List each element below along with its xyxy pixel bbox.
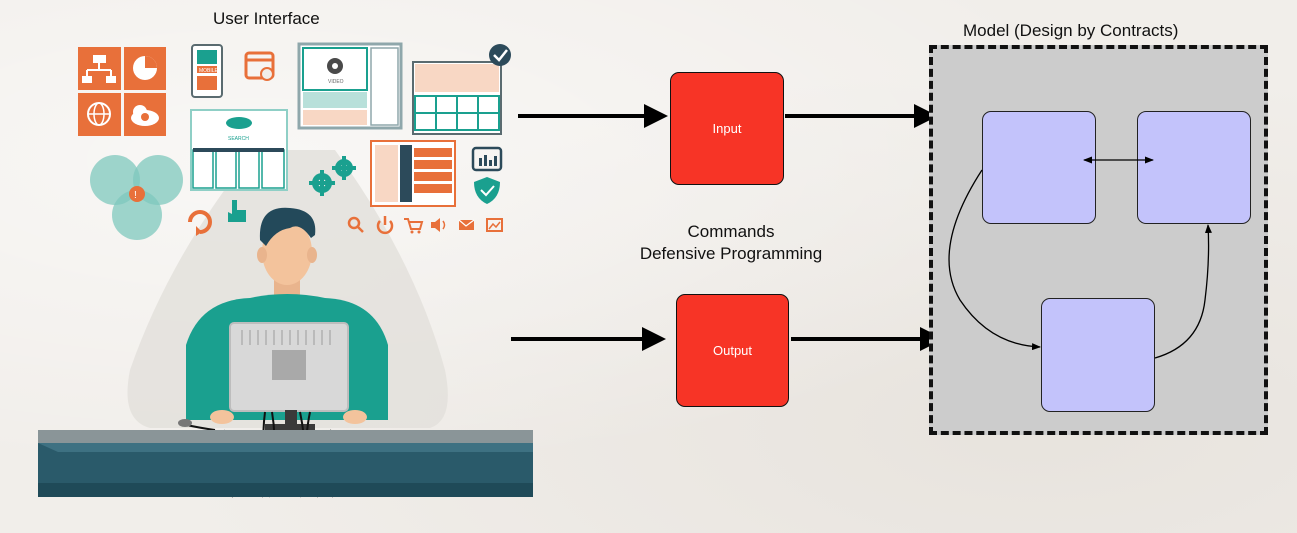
hands — [210, 410, 367, 424]
magnifier-icon — [347, 216, 364, 233]
video-player-icon: VIDEO — [297, 42, 403, 130]
power-icon — [376, 216, 394, 235]
globe-icon — [78, 93, 121, 136]
calendar-icon — [244, 51, 275, 81]
model-box-2 — [1137, 111, 1251, 224]
refresh-icon — [188, 210, 212, 236]
box1-to-box3-arrow — [948, 169, 1041, 351]
desk — [38, 430, 533, 497]
table-window-icon — [412, 61, 502, 135]
image-icon — [486, 218, 503, 232]
model-title: Model (Design by Contracts) — [963, 21, 1179, 40]
star-list-icon — [370, 140, 456, 207]
search-page-icon: SEARCH — [190, 109, 288, 191]
speaker-icon — [431, 218, 446, 232]
cloud-gears-icon — [124, 93, 166, 136]
checkmark-icon — [489, 44, 511, 66]
venn-diagram-icon: ! — [90, 155, 183, 240]
mobile-text: MOBILE — [199, 68, 219, 74]
output-box: Output — [676, 294, 789, 407]
shield-check-icon — [474, 177, 500, 204]
sitemap-icon — [78, 47, 121, 90]
gears-icon — [309, 156, 356, 196]
bar-chart-icon — [471, 146, 503, 172]
box3-to-box2-arrow — [1154, 224, 1212, 359]
video-text: VIDEO — [328, 79, 344, 85]
search-text: SEARCH — [228, 136, 249, 142]
commands-text: Commands — [687, 222, 775, 241]
svg-text:!: ! — [134, 190, 137, 201]
mouse-icon — [178, 419, 192, 427]
mobile-icon: MOBILE — [191, 44, 223, 98]
commands-label: Commands Defensive Programming — [620, 221, 842, 265]
input-label: Input — [712, 121, 742, 136]
model-box-1 — [982, 111, 1096, 224]
cart-icon — [404, 218, 424, 234]
input-box: Input — [670, 72, 784, 185]
pointer-hand-icon — [228, 200, 246, 222]
mail-icon — [458, 219, 475, 230]
user-interface-title: User Interface — [213, 9, 320, 28]
model-box-3 — [1041, 298, 1155, 412]
defensive-programming-text: Defensive Programming — [639, 244, 823, 263]
pie-chart-icon — [124, 47, 166, 90]
monitor-icon — [229, 322, 349, 430]
output-label: Output — [712, 343, 753, 358]
